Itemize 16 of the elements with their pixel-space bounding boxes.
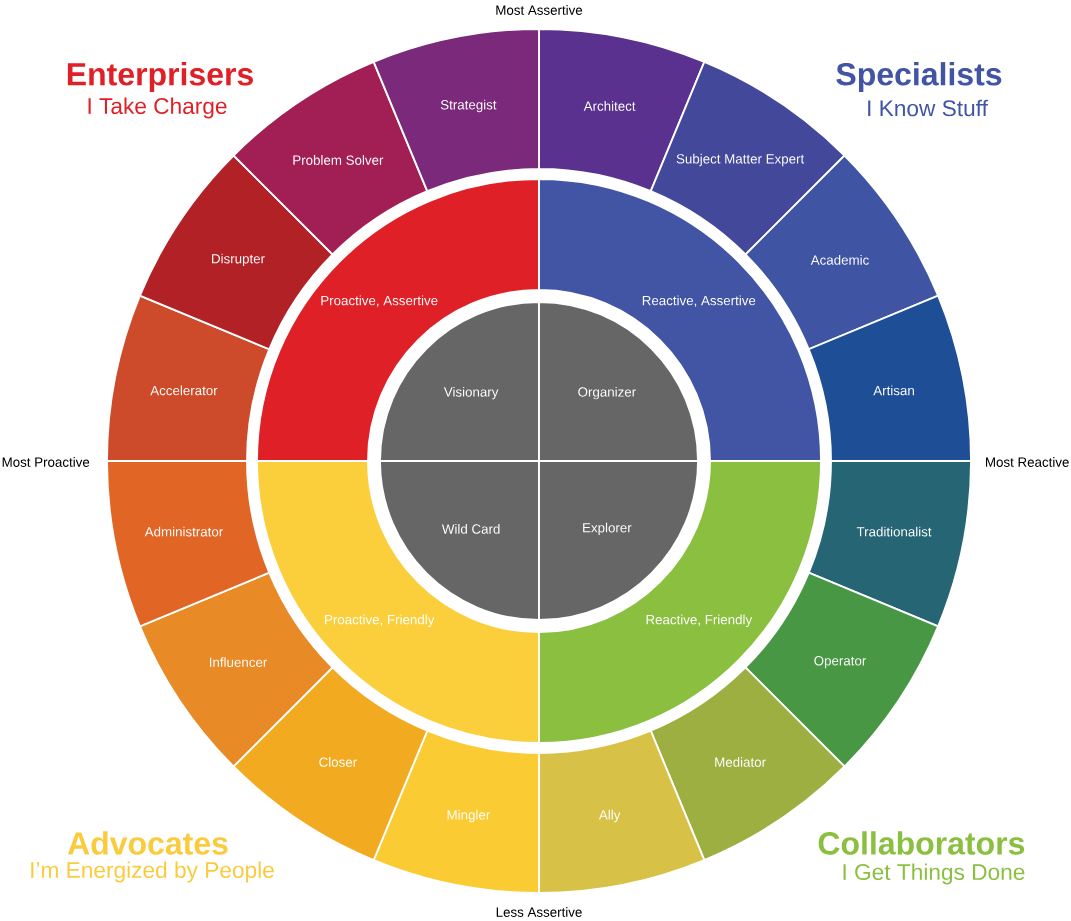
group-tagline: I Know Stuff [868, 99, 988, 117]
ring-segment: Closer [232, 666, 429, 861]
axis-label: Most Assertive [496, 5, 583, 15]
group-heading: Advocates [67, 831, 228, 855]
ring-segment: Administrator [106, 460, 271, 628]
ring-segment: Ally [538, 729, 706, 894]
ring-segment: Traditionalist [807, 460, 972, 628]
axis-label: Most Proactive [2, 457, 90, 467]
group-tagline: I Take Charge [88, 97, 227, 119]
ring-segment: Accelerator [106, 294, 271, 462]
axis-label: Less Assertive [496, 907, 582, 917]
group-tagline: I’m Energized by People [31, 861, 274, 883]
ring-segment: Artisan [807, 294, 972, 462]
group-tagline: I Get Things Done [843, 863, 1025, 885]
axis-label: Most Reactive [986, 457, 1069, 467]
ring-segment: Mingler [372, 729, 540, 894]
